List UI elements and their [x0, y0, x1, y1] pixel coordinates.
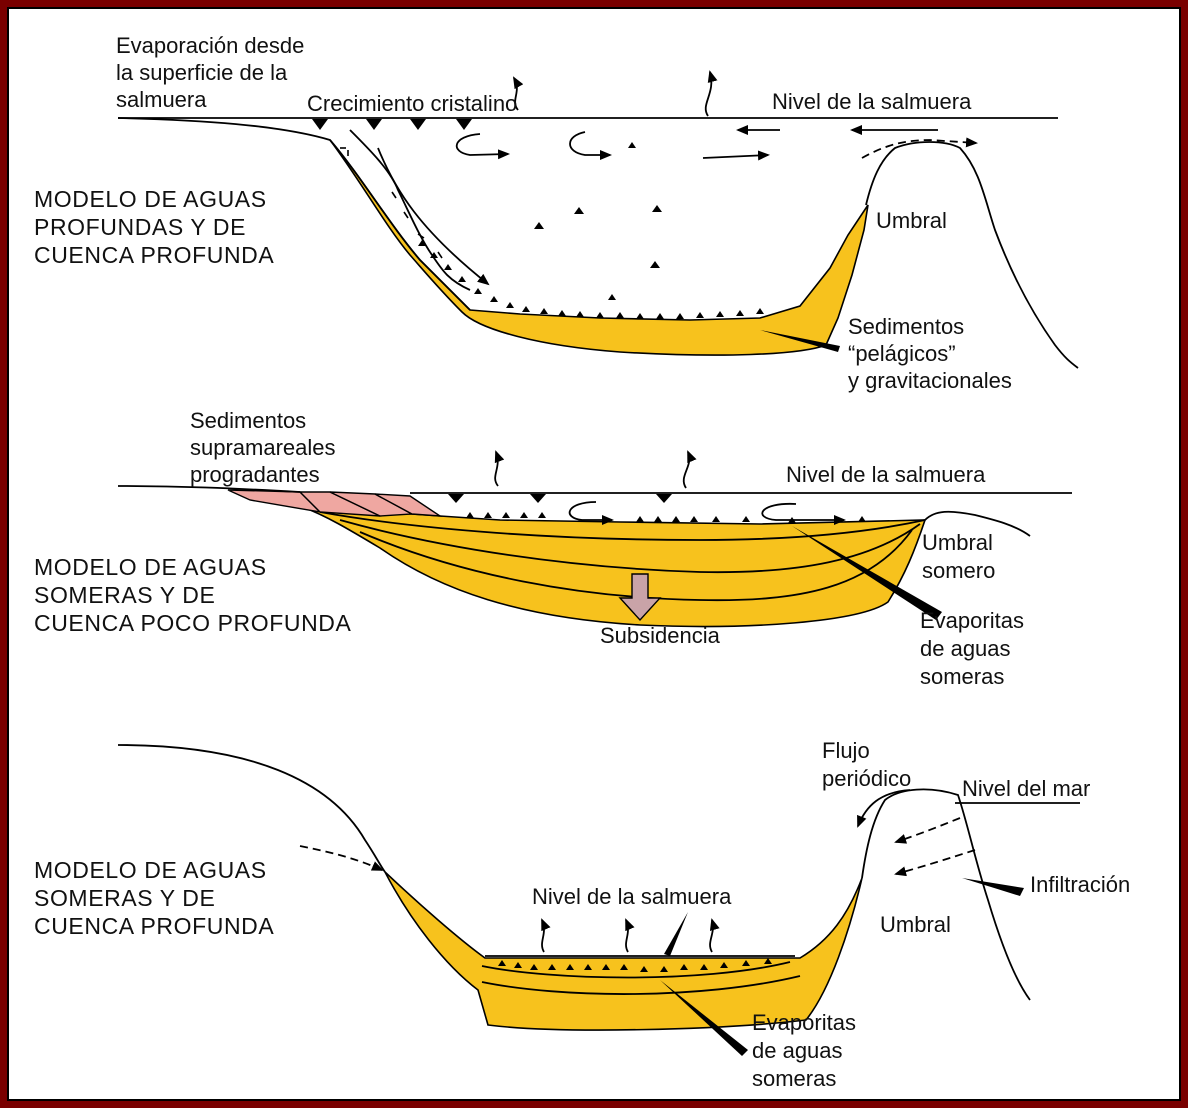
- shallow-evaporites-label: Evaporitas de aguas someras: [920, 608, 1030, 689]
- sea-level-label: Nivel del mar: [962, 776, 1090, 801]
- shallow-evaporation-arrows: [495, 452, 689, 488]
- seepage-arrow-lower: [896, 850, 975, 874]
- brine-level-label: Nivel de la salmuera: [772, 89, 972, 114]
- inner-evaporites-label: Evaporitas de aguas someras: [752, 1010, 862, 1091]
- inner-brine-level-label: Nivel de la salmuera: [532, 884, 732, 909]
- crystal-growth-label: Crecimiento cristalino: [307, 91, 517, 116]
- panel-shallow-water-deep-basin: Flujo periódico Nivel del mar MODELO DE …: [34, 738, 1130, 1091]
- periodic-flow-arrow: [858, 790, 910, 826]
- infiltration-pointer: [962, 878, 1024, 896]
- model-title-1: MODELO DE AGUAS PROFUNDAS Y DE CUENCA PR…: [34, 186, 274, 268]
- panel-deep-water-deep-basin: Evaporación desde la superficie de la sa…: [34, 33, 1078, 393]
- inner-brine-level-pointer: [664, 912, 688, 956]
- evaporite-basin-models-diagram: Evaporación desde la superficie de la sa…: [7, 7, 1181, 1101]
- sill-label: Umbral: [876, 208, 947, 233]
- deep-basin-inner-slope: [350, 130, 470, 290]
- shallow-brine-level-label: Nivel de la salmuera: [786, 462, 986, 487]
- model-title-3: MODELO DE AGUAS SOMERAS Y DE CUENCA PROF…: [34, 857, 274, 939]
- surface-crystal-triangles: [312, 119, 472, 130]
- suspended-crystals: [534, 142, 662, 300]
- panel3-sill-outline: [862, 789, 1030, 1000]
- panel3-sill-label: Umbral: [880, 912, 951, 937]
- panel-shallow-water-shallow-basin: Sedimentos supramareales progradantes Ni…: [34, 408, 1072, 689]
- inner-evaporation-arrows: [542, 920, 713, 952]
- pelagic-sediments-label: Sedimentos “pelágicos” y gravitacionales: [848, 314, 1012, 393]
- basin-floor-crystals: [418, 240, 764, 319]
- shallow-surface-crystals: [448, 494, 672, 503]
- left-basin-wall: [118, 745, 385, 872]
- circulation-arrows: [457, 130, 976, 158]
- slope-dashes: [340, 148, 442, 258]
- shallow-sill-label: Umbral somero: [922, 530, 999, 583]
- subsidence-label: Subsidencia: [600, 623, 721, 648]
- infiltration-label: Infiltración: [1030, 872, 1130, 897]
- periodic-flow-label: Flujo periódico: [822, 738, 911, 791]
- model-title-2: MODELO DE AGUAS SOMERAS Y DE CUENCA POCO…: [34, 554, 351, 636]
- shallow-circulation-arrows: [570, 502, 844, 520]
- evaporation-label: Evaporación desde la superficie de la sa…: [116, 33, 310, 112]
- gravity-flow-arrow: [378, 148, 488, 284]
- evaporation-arrows: [514, 72, 711, 116]
- seepage-arrow-upper: [896, 818, 960, 842]
- supratidal-sediments-label: Sedimentos supramareales progradantes: [190, 408, 342, 487]
- left-dashed-arrow: [300, 846, 382, 870]
